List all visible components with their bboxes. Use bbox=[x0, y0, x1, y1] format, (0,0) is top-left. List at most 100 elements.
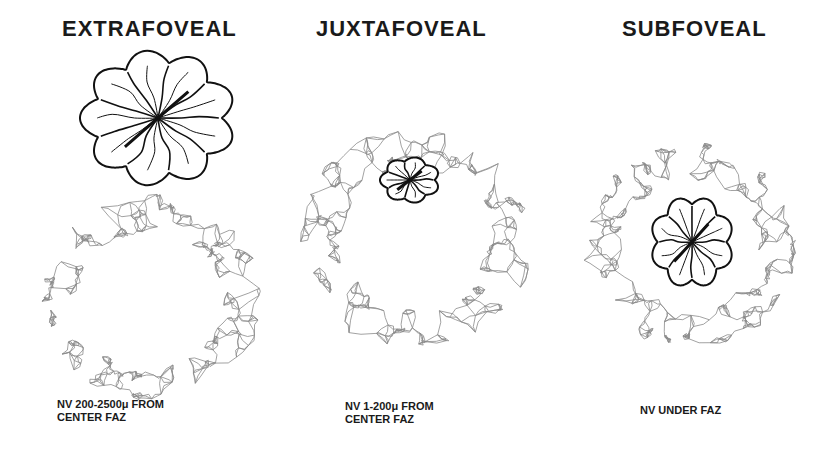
capillary bbox=[710, 338, 719, 343]
capillary bbox=[348, 180, 362, 194]
capillary bbox=[506, 218, 508, 228]
capillary bbox=[159, 206, 170, 209]
capillary bbox=[319, 268, 321, 280]
capillary bbox=[139, 210, 141, 217]
branch-vessel bbox=[111, 84, 158, 118]
capillary bbox=[782, 271, 793, 273]
capillary bbox=[130, 371, 136, 373]
capillary bbox=[738, 187, 746, 190]
capillary bbox=[159, 206, 160, 209]
capillary bbox=[606, 271, 615, 278]
capillary bbox=[109, 359, 111, 363]
capillary bbox=[591, 213, 602, 222]
capillary bbox=[450, 317, 461, 322]
capillary bbox=[473, 287, 478, 290]
capillary bbox=[425, 335, 437, 342]
capillary bbox=[667, 312, 675, 319]
capillary bbox=[398, 132, 405, 156]
capillary bbox=[700, 152, 703, 159]
capillary bbox=[412, 311, 415, 328]
capillary bbox=[304, 226, 309, 235]
branch-vessel bbox=[147, 66, 158, 118]
capillary bbox=[710, 163, 714, 171]
capillary bbox=[759, 241, 765, 249]
capillary bbox=[645, 190, 648, 196]
capillary bbox=[660, 304, 667, 312]
capillary bbox=[193, 373, 195, 383]
capillary bbox=[689, 339, 710, 343]
capillary bbox=[614, 233, 621, 250]
membrane-outline bbox=[380, 157, 438, 202]
capillary bbox=[110, 366, 114, 372]
capillary bbox=[91, 235, 97, 245]
capillary bbox=[429, 133, 444, 137]
capillary bbox=[759, 241, 765, 249]
capillary bbox=[412, 328, 420, 333]
capillary bbox=[645, 189, 652, 196]
capillary bbox=[514, 220, 516, 229]
capillary bbox=[82, 235, 91, 236]
capillary bbox=[118, 233, 126, 235]
capillary bbox=[142, 375, 154, 376]
capillary bbox=[136, 371, 142, 376]
capillary bbox=[667, 312, 675, 319]
capillary bbox=[324, 280, 327, 286]
capillary bbox=[471, 164, 476, 172]
capillary bbox=[170, 365, 172, 368]
capillary bbox=[191, 216, 192, 225]
capillary bbox=[203, 229, 204, 243]
capillary bbox=[626, 197, 633, 209]
capillary bbox=[145, 194, 157, 200]
capillary bbox=[724, 293, 736, 306]
capillary bbox=[601, 271, 606, 278]
capillary bbox=[76, 267, 79, 276]
capillary bbox=[690, 174, 698, 180]
capillary bbox=[131, 210, 139, 216]
capillary bbox=[617, 213, 623, 218]
capillary bbox=[217, 270, 230, 272]
capillary bbox=[492, 226, 495, 244]
capillary bbox=[77, 268, 83, 271]
capillary bbox=[631, 165, 634, 177]
capillary bbox=[234, 321, 239, 331]
capillary bbox=[759, 189, 767, 197]
capillary bbox=[651, 300, 660, 304]
branch-vessel bbox=[158, 118, 205, 152]
capillary bbox=[127, 231, 137, 234]
capillary bbox=[766, 259, 778, 267]
capillary bbox=[123, 372, 130, 375]
capillary-ring bbox=[301, 132, 528, 346]
capillary bbox=[335, 175, 339, 187]
capillary bbox=[762, 234, 765, 241]
capillary bbox=[777, 232, 784, 242]
capillary bbox=[330, 240, 335, 246]
capillary bbox=[461, 315, 475, 321]
capillary bbox=[54, 262, 61, 277]
capillary bbox=[248, 335, 254, 345]
capillary bbox=[317, 216, 319, 221]
capillary bbox=[613, 187, 617, 197]
capillary bbox=[714, 171, 725, 189]
capillary bbox=[366, 138, 371, 153]
capillary bbox=[95, 379, 104, 385]
capillary bbox=[208, 253, 212, 257]
capillary bbox=[171, 206, 174, 214]
capillary bbox=[633, 196, 645, 197]
capillary bbox=[218, 244, 222, 247]
capillary bbox=[140, 217, 146, 226]
capillary-ring bbox=[42, 194, 260, 399]
capillary bbox=[601, 255, 610, 260]
capillary bbox=[350, 138, 366, 150]
capillary bbox=[461, 322, 475, 332]
capillary bbox=[498, 304, 500, 309]
capillary bbox=[591, 220, 606, 222]
capillary bbox=[466, 296, 475, 300]
capillary bbox=[236, 250, 239, 258]
capillary bbox=[238, 315, 251, 316]
capillary bbox=[475, 312, 487, 332]
capillary bbox=[311, 194, 319, 216]
capillary bbox=[698, 171, 714, 180]
capillary bbox=[683, 333, 687, 336]
capillary bbox=[507, 260, 514, 272]
